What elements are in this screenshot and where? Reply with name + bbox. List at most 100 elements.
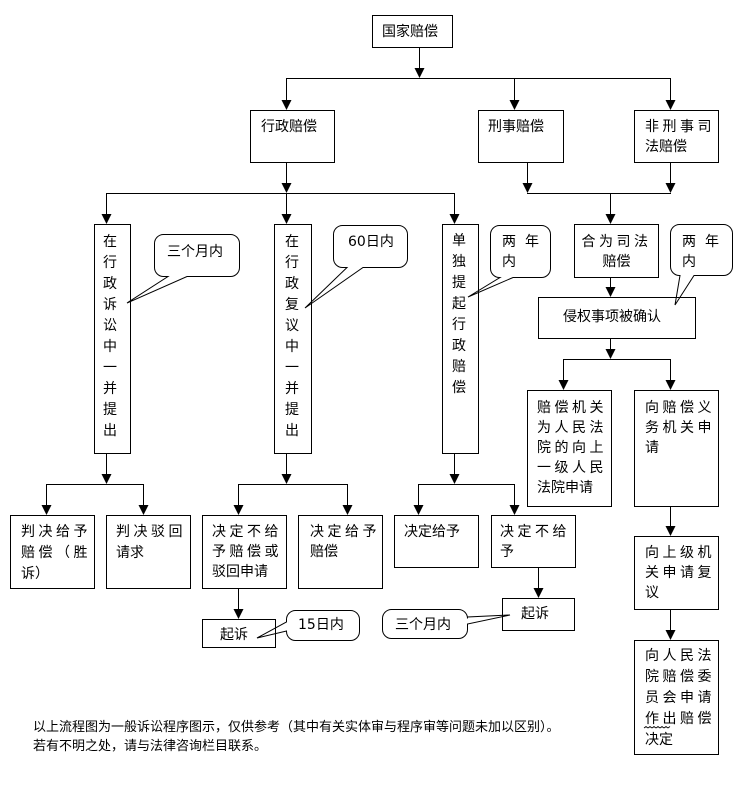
node-text-line: 判决驳回 xyxy=(116,524,186,540)
arrow-down-icon xyxy=(665,183,676,193)
callout-text-line: 15日内 xyxy=(298,617,344,633)
arrow-down-icon xyxy=(449,214,460,224)
node-vertical-text: 在行政复议中一并提出 xyxy=(285,234,299,439)
node-apply-to-higher-court: 赔偿机关 为人民法 院的向上 一级人民 法院申请 xyxy=(527,390,612,507)
arrow-down-icon xyxy=(605,214,616,224)
arrow-down-icon xyxy=(413,505,424,515)
node-infringement-confirmed: 侵权事项被确认 xyxy=(538,297,696,339)
node-text-line: 国家赔偿 xyxy=(382,24,438,40)
arrow-down-icon xyxy=(281,100,292,110)
node-text-line: 议 xyxy=(645,585,659,601)
arrow-down-icon xyxy=(665,380,676,390)
node-text-line: 决定不给 xyxy=(212,524,282,540)
node-text-line: 起诉 xyxy=(521,606,549,622)
arrow-down-icon xyxy=(533,588,544,598)
arrow-down-icon xyxy=(281,474,292,484)
node-text-line: 院赔偿委 xyxy=(645,669,715,685)
arrow-down-icon xyxy=(41,505,52,515)
arrow-down-icon xyxy=(342,505,353,515)
node-text-line: 向赔偿义 xyxy=(645,400,715,416)
arrow-down-icon xyxy=(233,609,244,619)
node-text-line: 请求 xyxy=(116,545,144,561)
node-vertical-text: 在行政诉讼中一并提出 xyxy=(103,234,117,439)
node-raise-in-admin-litigation: 在行政诉讼中一并提出 xyxy=(94,224,131,454)
node-text-line: 赔偿 xyxy=(310,544,338,560)
node-review-deny: 决定不给 予赔偿或 驳回申请 xyxy=(202,515,287,589)
node-text-line: 予 xyxy=(500,544,514,560)
node-text-line: 请 xyxy=(645,440,659,456)
node-separate-grant: 决定给予 xyxy=(394,515,479,568)
node-judgment-dismiss: 判决驳回 请求 xyxy=(106,515,191,589)
callout-text-sue-after-review-deadline: 15日内 xyxy=(298,615,344,635)
node-text-line: 决定不给 xyxy=(500,524,570,540)
node-text-line: 院的向上 xyxy=(537,440,607,456)
node-text-line: 诉） xyxy=(21,566,49,582)
node-text-line: 赔偿机关 xyxy=(537,400,607,416)
callout-text-separate-claim-deadline: 两年 内 xyxy=(502,232,548,272)
arrow-down-icon xyxy=(509,100,520,110)
node-text-line: 侵权事项被确认 xyxy=(563,309,661,325)
node-text-line: 赔偿（胜 xyxy=(21,545,91,561)
arrow-down-icon xyxy=(101,214,112,224)
arrow-down-icon xyxy=(558,380,569,390)
node-text-line: 合为司法 xyxy=(581,234,652,250)
callout-text-line: 两年 xyxy=(682,234,728,250)
arrow-down-icon xyxy=(605,287,616,297)
callout-text-sue-after-deny-deadline: 三个月内 xyxy=(395,615,451,635)
node-text-line: 向上级机 xyxy=(645,545,715,561)
node-sue-after-review: 起诉 xyxy=(202,619,276,648)
node-judgment-grant: 判决给予 赔偿（胜 诉） xyxy=(10,515,95,589)
node-text-line: 起诉 xyxy=(220,627,248,643)
node-apply-to-committee: 向人民法 院赔偿委 员会申请 作出赔偿 决定 xyxy=(634,640,719,755)
arrow-down-icon xyxy=(281,214,292,224)
node-text-line: 行政赔偿 xyxy=(261,119,317,135)
arrow-down-icon xyxy=(449,474,460,484)
node-text-line: 为人民法 xyxy=(537,420,607,436)
node-text-line: 决定给予 xyxy=(310,524,380,540)
node-text-line: 一级人民 xyxy=(537,460,607,476)
callout-text-line: 60日内 xyxy=(348,234,394,250)
node-sue-after-deny: 起诉 xyxy=(502,598,575,631)
callout-text-line: 三个月内 xyxy=(167,244,223,260)
node-non-criminal-judicial-compensation: 非刑事司 法赔偿 xyxy=(634,110,719,163)
callout-text-litigation-deadline: 三个月内 xyxy=(167,242,223,262)
node-text-line: 非刑事司 xyxy=(645,119,715,135)
node-text-line: 刑事赔偿 xyxy=(488,119,544,135)
callout-text-line: 内 xyxy=(682,254,696,270)
node-state-compensation: 国家赔偿 xyxy=(372,15,453,48)
callout-text-review-deadline: 60日内 xyxy=(348,232,394,252)
node-raise-in-admin-review: 在行政复议中一并提出 xyxy=(274,224,312,454)
arrow-down-icon xyxy=(281,183,292,193)
node-text-line: 法院申请 xyxy=(537,480,593,496)
arrow-down-icon xyxy=(522,183,533,193)
arrow-down-icon xyxy=(414,68,425,78)
node-apply-to-obligor: 向赔偿义 务机关申 请 xyxy=(634,390,719,507)
callout-text-line: 三个月内 xyxy=(395,617,451,633)
node-vertical-text: 单独提起行政赔偿 xyxy=(452,233,466,396)
node-apply-for-reconsideration: 向上级机 关申请复 议 xyxy=(634,536,719,610)
footnote-line-2: 若有不明之处，请与法律咨询栏目联系。 xyxy=(33,739,268,754)
arrow-down-icon xyxy=(665,526,676,536)
node-text-line: 决定给予 xyxy=(404,524,460,540)
callout-text-line: 内 xyxy=(502,254,516,270)
arrow-down-icon xyxy=(605,349,616,359)
node-separate-admin-claim: 单独提起行政赔偿 xyxy=(442,224,479,454)
node-separate-deny: 决定不给 予 xyxy=(491,515,576,568)
arrow-down-icon xyxy=(101,474,112,484)
arrow-down-icon xyxy=(509,505,520,515)
node-criminal-compensation: 刑事赔偿 xyxy=(478,110,564,163)
arrow-down-icon xyxy=(138,505,149,515)
node-text-line: 务机关申 xyxy=(645,420,715,436)
arrow-down-icon xyxy=(233,505,244,515)
arrow-down-icon xyxy=(665,630,676,640)
callout-text-line: 两年 xyxy=(502,234,548,250)
footnote: 以上流程图为一般诉讼程序图示，仅供参考（其中有关实体审与程序审等问题未加以区别）… xyxy=(33,718,560,756)
footnote-line-1: 以上流程图为一般诉讼程序图示，仅供参考（其中有关实体审与程序审等问题未加以区别）… xyxy=(33,720,560,735)
node-administrative-compensation: 行政赔偿 xyxy=(250,110,335,163)
node-review-grant: 决定给予 赔偿 xyxy=(298,515,383,589)
node-text-line: 决定 xyxy=(645,732,673,748)
node-text-line: 员会申请 xyxy=(645,690,715,706)
node-text-line: 赔偿 xyxy=(602,254,631,270)
node-text-line: 关申请复 xyxy=(645,565,715,581)
